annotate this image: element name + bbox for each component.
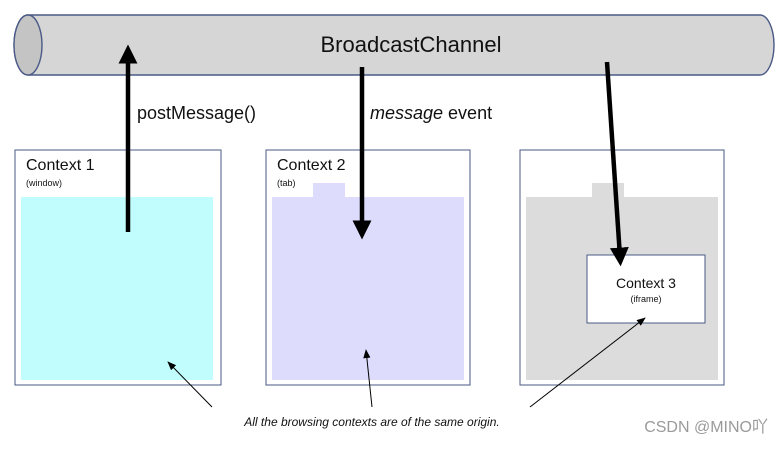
context-1-subtitle: (window)	[26, 178, 62, 188]
context-1-title: Context 1	[26, 157, 95, 174]
context-3-title: Context 3	[616, 275, 676, 291]
post-message-label: postMessage()	[137, 103, 256, 123]
context-1-box	[14, 149, 222, 386]
context-3-subtitle: (iframe)	[631, 294, 662, 304]
same-origin-caption: All the browsing contexts are of the sam…	[243, 415, 499, 429]
origin-pointer-arrow-2	[363, 349, 373, 408]
message-event-arrow-context-3	[604, 61, 629, 267]
context-2-box	[265, 149, 471, 386]
context-2-subtitle: (tab)	[277, 178, 296, 188]
origin-pointer-arrow-3	[529, 317, 646, 408]
message-event-label-em: message	[370, 103, 443, 123]
origin-pointer-arrow-1	[167, 361, 213, 408]
csdn-watermark: CSDN @MINO吖	[644, 418, 768, 436]
message-event-label-rest: event	[443, 103, 492, 123]
broadcast-channel-pipe	[13, 14, 775, 76]
context-3-iframe-box	[586, 254, 706, 324]
message-event-label: message event	[370, 103, 492, 123]
channel-label: BroadcastChannel	[320, 32, 501, 57]
context-2-title: Context 2	[277, 157, 346, 174]
